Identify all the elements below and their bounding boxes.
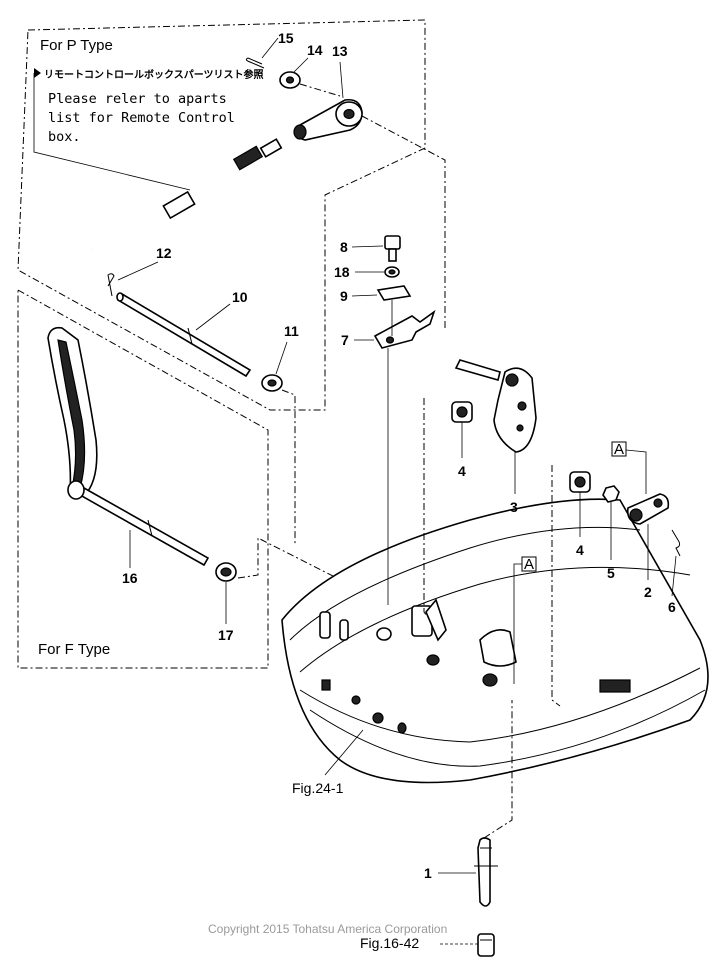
fig16-ref: Fig.16-42 xyxy=(360,935,419,951)
part-3-shift-lever xyxy=(454,359,537,453)
fig24-ref: Fig.24-1 xyxy=(292,780,344,796)
callout-11: 11 xyxy=(284,323,299,339)
marker-a-2: A xyxy=(524,556,534,573)
callout-14: 14 xyxy=(307,42,323,58)
part-7-bracket xyxy=(373,309,436,349)
part-15-cotter-pin xyxy=(245,57,265,69)
f-type-box xyxy=(17,289,269,669)
callout-17: 17 xyxy=(218,627,234,643)
callout-15: 15 xyxy=(278,30,294,46)
fig16-part xyxy=(477,933,495,957)
note-japanese: リモートコントロールボックスパーツリスト参照 xyxy=(44,68,264,81)
note-line-1: Please reler to aparts xyxy=(48,91,227,107)
note-line-2: list for Remote Control xyxy=(48,110,235,126)
callout-4a: 4 xyxy=(458,463,466,479)
callout-13: 13 xyxy=(332,43,348,59)
callout-2: 2 xyxy=(644,584,652,600)
fig24-leader xyxy=(324,729,364,776)
part-2-joint xyxy=(626,493,670,525)
part-4-bushing-right xyxy=(569,471,591,493)
p-type-title: For P Type xyxy=(40,37,113,54)
callout-8: 8 xyxy=(340,239,348,255)
part-5-nut xyxy=(602,485,620,503)
part-12-clip xyxy=(107,273,115,297)
callout-10: 10 xyxy=(232,289,248,305)
note-line-3: box. xyxy=(48,129,81,145)
part-16-handle xyxy=(47,326,210,567)
f-type-title: For F Type xyxy=(38,641,110,658)
callout-5: 5 xyxy=(607,565,615,581)
callout-18: 18 xyxy=(334,264,350,280)
part-9-plate xyxy=(376,285,412,301)
part-1-rod xyxy=(474,837,498,907)
callout-9: 9 xyxy=(340,288,348,304)
marker-a-box-1 xyxy=(611,441,627,457)
marker-a-1: A xyxy=(614,441,624,458)
part-8-bolt xyxy=(384,235,401,262)
part-6-clip xyxy=(671,529,681,557)
remote-cable xyxy=(91,128,301,252)
callout-4b: 4 xyxy=(576,542,584,558)
lower-cowling xyxy=(281,498,709,784)
part-13-cable-joint xyxy=(293,98,363,141)
callout-7: 7 xyxy=(341,332,349,348)
copyright-watermark: Copyright 2015 Tohatsu America Corporati… xyxy=(208,922,447,936)
part-10-shaft xyxy=(116,292,252,378)
callout-16: 16 xyxy=(122,570,138,586)
note-leader xyxy=(33,73,191,191)
callout-6: 6 xyxy=(668,599,676,615)
callout-12: 12 xyxy=(156,245,172,261)
callout-3: 3 xyxy=(510,499,518,515)
note-arrow-icon xyxy=(34,68,41,78)
p-type-box xyxy=(17,19,426,411)
part-4-bushing-left xyxy=(451,401,473,423)
callout-1: 1 xyxy=(424,865,432,881)
